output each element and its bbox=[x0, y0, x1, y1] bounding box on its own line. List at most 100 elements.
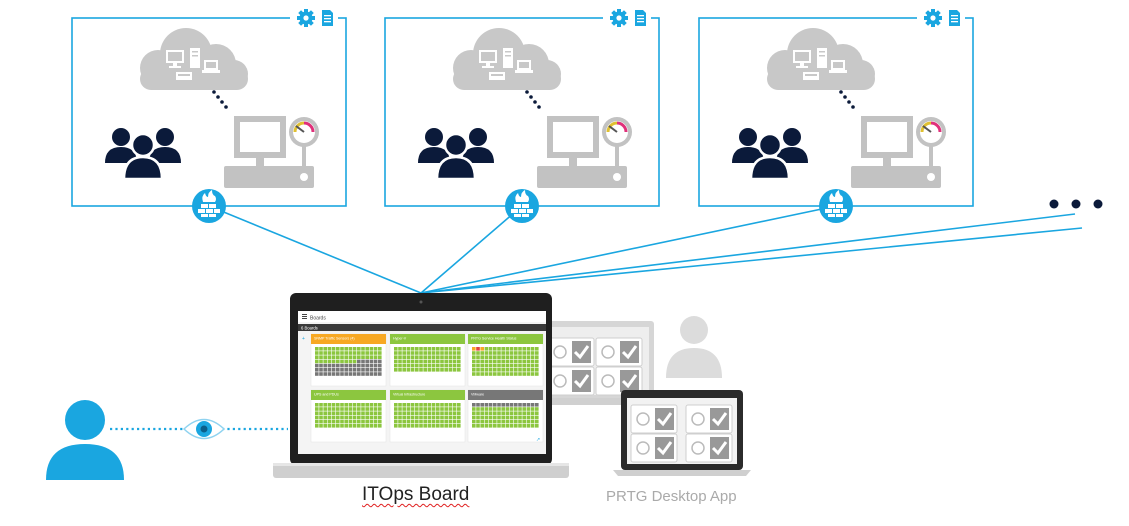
sensor-cell bbox=[315, 368, 319, 372]
board-tile[interactable]: VMware bbox=[467, 389, 544, 443]
sensor-cell bbox=[323, 372, 327, 376]
itops-board-laptop: Boards 6 Boards + SNMP Traffic Sensors (… bbox=[273, 293, 569, 478]
sensor-cell bbox=[423, 368, 427, 372]
sensor-cell bbox=[457, 347, 461, 351]
board-tile[interactable]: Hyper-V bbox=[389, 333, 466, 387]
sensor-cell bbox=[406, 355, 411, 359]
sensor-cell bbox=[480, 359, 484, 364]
document-icon[interactable] bbox=[322, 10, 333, 26]
document-icon[interactable] bbox=[635, 10, 646, 26]
sensor-cell bbox=[526, 424, 531, 428]
board-tile-title: VMware bbox=[471, 393, 484, 397]
sensor-cell bbox=[373, 355, 378, 359]
sensor-cell bbox=[518, 411, 522, 415]
menu-icon[interactable] bbox=[302, 314, 307, 319]
sensor-cell bbox=[427, 351, 432, 355]
sensor-grid bbox=[394, 403, 461, 428]
sensor-cell bbox=[457, 424, 461, 428]
sensor-cell bbox=[444, 351, 448, 355]
add-board-icon[interactable]: + bbox=[302, 336, 305, 342]
sensor-cell bbox=[514, 407, 518, 411]
sensor-cell bbox=[378, 347, 382, 351]
sensor-cell bbox=[327, 403, 332, 407]
sensor-cell bbox=[452, 359, 457, 364]
monitoring-pc-icon bbox=[849, 114, 948, 190]
sensor-cell bbox=[436, 407, 440, 411]
sensor-cell bbox=[402, 407, 406, 411]
sensor-cell bbox=[501, 415, 505, 420]
sensor-cell bbox=[315, 407, 319, 411]
sensor-cell bbox=[530, 419, 535, 424]
sensor-cell bbox=[440, 415, 444, 420]
sensor-cell bbox=[436, 355, 440, 359]
sensor-cell bbox=[373, 363, 378, 368]
sensor-cell bbox=[488, 355, 493, 359]
sensor-cell bbox=[336, 411, 340, 415]
sensor-cell bbox=[452, 419, 457, 424]
sensor-cell bbox=[509, 359, 514, 364]
screen-subheader: 6 Boards bbox=[301, 325, 318, 330]
board-tile[interactable]: SNMP Traffic Sensors (4) bbox=[310, 333, 387, 387]
sensor-cell bbox=[505, 363, 510, 368]
sensor-cell bbox=[535, 403, 539, 407]
sensor-cell bbox=[357, 411, 361, 415]
sensor-cell bbox=[344, 355, 348, 359]
sensor-cell bbox=[352, 372, 357, 376]
board-tile[interactable]: UPS and PDUs bbox=[310, 389, 387, 443]
sensor-cell bbox=[526, 347, 531, 351]
sensor-cell bbox=[431, 419, 436, 424]
sensor-cell bbox=[444, 419, 448, 424]
sensor-cell bbox=[423, 424, 427, 428]
sensor-cell bbox=[331, 355, 336, 359]
sensor-cell bbox=[415, 415, 419, 420]
sensor-cell bbox=[378, 355, 382, 359]
sensor-cell bbox=[340, 351, 344, 355]
sensor-cell bbox=[394, 351, 398, 355]
document-icon[interactable] bbox=[949, 10, 960, 26]
board-tile[interactable]: Virtual Infrastructure bbox=[389, 389, 466, 443]
sensor-cell bbox=[373, 359, 378, 364]
board-tile[interactable]: PRTG Service Health Status bbox=[467, 333, 544, 387]
sensor-cell bbox=[419, 407, 423, 411]
sensor-cell bbox=[505, 372, 510, 376]
sensor-cell bbox=[327, 359, 332, 364]
sensor-cell bbox=[348, 411, 353, 415]
sensor-cell bbox=[378, 351, 382, 355]
gear-icon[interactable] bbox=[924, 9, 942, 27]
sensor-cell bbox=[319, 415, 323, 420]
sensor-cell bbox=[505, 411, 510, 415]
gear-icon[interactable] bbox=[610, 9, 628, 27]
expand-icon[interactable]: ↗ bbox=[536, 437, 540, 443]
sensor-cell bbox=[476, 403, 480, 407]
sensor-cell bbox=[509, 372, 514, 376]
sensor-cell bbox=[431, 355, 436, 359]
sensor-cell bbox=[402, 363, 406, 368]
sensor-cell bbox=[509, 363, 514, 368]
sensor-cell bbox=[484, 351, 489, 355]
sensor-cell bbox=[369, 403, 374, 407]
sensor-cell bbox=[472, 355, 476, 359]
sensor-cell bbox=[457, 411, 461, 415]
sensor-cell bbox=[448, 407, 453, 411]
sensor-cell bbox=[423, 419, 427, 424]
sensor-cell bbox=[501, 363, 505, 368]
sensor-cell bbox=[402, 419, 406, 424]
sensor-cell bbox=[427, 403, 432, 407]
sensor-cell bbox=[530, 359, 535, 364]
sensor-cell bbox=[488, 411, 493, 415]
sensor-cell bbox=[436, 351, 440, 355]
sensor-cell bbox=[348, 363, 353, 368]
sensor-cell bbox=[365, 347, 369, 351]
sensor-cell bbox=[535, 372, 539, 376]
sensor-cell bbox=[423, 359, 427, 364]
sensor-cell bbox=[327, 368, 332, 372]
sensor-cell bbox=[340, 347, 344, 351]
sensor-cell bbox=[514, 403, 518, 407]
sensor-cell bbox=[493, 411, 497, 415]
gear-icon[interactable] bbox=[297, 9, 315, 27]
sensor-cell bbox=[476, 359, 480, 364]
sensor-cell bbox=[480, 403, 484, 407]
sensor-cell bbox=[357, 419, 361, 424]
sensor-cell bbox=[488, 372, 493, 376]
sensor-cell bbox=[315, 355, 319, 359]
